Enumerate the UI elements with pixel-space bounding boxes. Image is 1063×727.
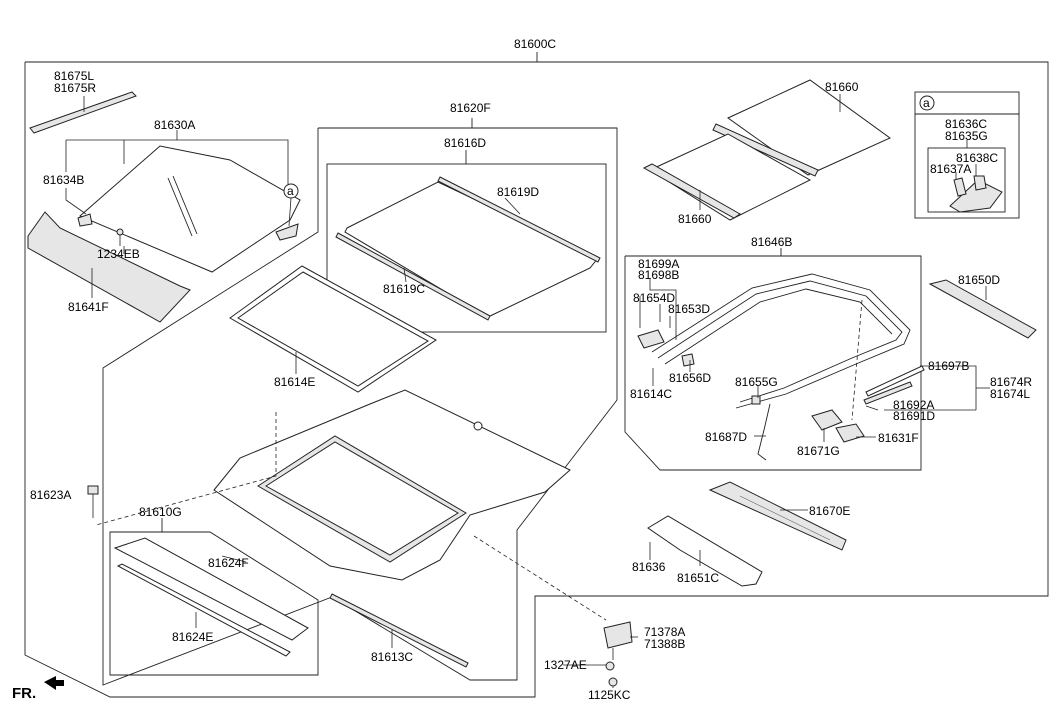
weatherstrip-part	[229, 265, 437, 393]
label-81624f[interactable]: 81624F	[208, 556, 249, 570]
label-81630a[interactable]: 81630A	[154, 118, 195, 132]
moulding-81624f-part	[113, 537, 309, 641]
label-81654d[interactable]: 81654D	[633, 291, 675, 305]
callout-a-parts	[949, 175, 1003, 213]
screw-1234eb-part	[116, 228, 124, 246]
sunshade-top-bar	[712, 123, 819, 177]
rear-moulding-bottom-part	[335, 232, 491, 321]
label-1125kc[interactable]: 1125KC	[588, 688, 631, 702]
motor-part	[811, 299, 865, 443]
label-81691d[interactable]: 81691D	[893, 409, 935, 423]
label-81675r[interactable]: 81675R	[54, 81, 96, 95]
label-81674l[interactable]: 81674L	[990, 387, 1030, 401]
drain-strip-part	[329, 593, 469, 668]
side-strip-81692-part	[863, 381, 913, 405]
label-81614c[interactable]: 81614C	[630, 387, 672, 401]
label-81623a[interactable]: 81623A	[30, 488, 71, 502]
label-81631f[interactable]: 81631F	[878, 431, 919, 445]
label-81671g[interactable]: 81671G	[797, 444, 840, 458]
label-81619c[interactable]: 81619C	[383, 282, 425, 296]
frame-assembly-part	[637, 273, 911, 461]
label-81619d[interactable]: 81619D	[497, 185, 539, 199]
label-81646b[interactable]: 81646B	[751, 235, 792, 249]
roof-moulding-part	[29, 91, 137, 134]
label-81660-bottom[interactable]: 81660	[678, 212, 712, 226]
moulding-81624e-part	[116, 563, 291, 657]
label-81656d[interactable]: 81656D	[669, 371, 711, 385]
label-81699a[interactable]: 81699A	[638, 257, 679, 271]
label-81674r[interactable]: 81674R	[990, 375, 1032, 389]
front-marker-label: FR.	[12, 685, 36, 702]
label-81653d[interactable]: 81653D	[668, 302, 710, 316]
deflector-81650d-part	[928, 279, 1037, 339]
label-81670e[interactable]: 81670E	[809, 504, 850, 518]
label-81650d[interactable]: 81650D	[958, 273, 1000, 287]
callout-a-box	[914, 91, 1020, 219]
moulding-set-box	[109, 518, 319, 676]
bracket-81651c-part	[647, 515, 763, 587]
sunshade-bottom-part	[648, 133, 812, 221]
label-81698b[interactable]: 81698B	[638, 268, 679, 282]
leader-lines	[65, 94, 990, 688]
label-81635g[interactable]: 81635G	[945, 129, 988, 143]
label-81636[interactable]: 81636	[632, 560, 666, 574]
frame-assembly-box	[624, 248, 922, 471]
label-81687d[interactable]: 81687D	[705, 430, 747, 444]
bracket-71378a-part	[603, 621, 633, 687]
label-81613c[interactable]: 81613C	[371, 650, 413, 664]
label-81692a[interactable]: 81692A	[893, 398, 934, 412]
front-glass-part	[77, 145, 301, 273]
label-1234eb[interactable]: 1234EB	[97, 247, 140, 261]
rear-rail-81670e-part	[708, 481, 847, 551]
label-81637a[interactable]: 81637A	[930, 162, 971, 176]
label-81697b[interactable]: 81697B	[928, 359, 969, 373]
callout-a-label: a	[287, 184, 294, 198]
sunshade-bottom-bar	[642, 163, 741, 219]
label-81620f[interactable]: 81620F	[450, 101, 491, 115]
callout-a-marker	[283, 183, 299, 227]
label-1327ae[interactable]: 1327AE	[544, 658, 587, 672]
front-rail-part	[27, 211, 191, 323]
label-81641f[interactable]: 81641F	[68, 300, 109, 314]
label-71378a[interactable]: 71378A	[644, 625, 685, 639]
front-direction-arrow-icon	[44, 676, 64, 690]
rear-assembly-outline	[102, 118, 618, 686]
rear-glass-part	[344, 181, 599, 318]
label-81651c[interactable]: 81651C	[677, 571, 719, 585]
label-81600c[interactable]: 81600C	[514, 37, 556, 51]
bolt-81623a-part	[87, 485, 99, 518]
side-strip-81674-part	[865, 365, 925, 397]
label-81614e[interactable]: 81614E	[274, 375, 315, 389]
label-81636c[interactable]: 81636C	[945, 117, 987, 131]
label-81655g[interactable]: 81655G	[735, 375, 778, 389]
rear-moulding-top-part	[437, 176, 601, 263]
label-81610g[interactable]: 81610G	[139, 505, 182, 519]
callout-a-box-label: a	[923, 96, 930, 110]
label-81616d[interactable]: 81616D	[444, 136, 486, 150]
main-assembly-outline	[24, 52, 1049, 698]
label-71388b[interactable]: 71388B	[644, 637, 685, 651]
rear-glass-box	[326, 150, 607, 333]
label-81624e[interactable]: 81624E	[172, 630, 213, 644]
label-81660-top[interactable]: 81660	[825, 80, 859, 94]
assembly-dash-lines	[95, 412, 607, 621]
part-labels: 81600C 81675L 81675R 81630A 81634B 1234E…	[12, 37, 1032, 702]
label-81675l[interactable]: 81675L	[54, 69, 94, 83]
roof-panel-part	[213, 389, 571, 581]
label-81638c[interactable]: 81638C	[956, 151, 998, 165]
label-81634b[interactable]: 81634B	[43, 173, 84, 187]
